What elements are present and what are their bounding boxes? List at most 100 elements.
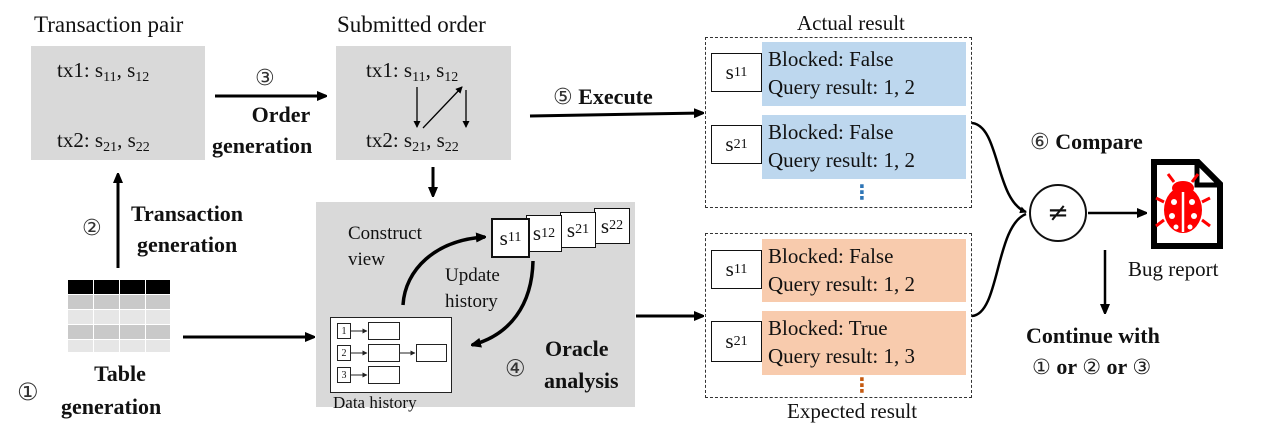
tx2-label: tx2: bbox=[366, 128, 404, 152]
actual-result-container bbox=[705, 37, 972, 208]
table-cell bbox=[120, 325, 145, 339]
actual-result-title: Actual result bbox=[797, 11, 905, 35]
query-result: Query result: 1, 2 bbox=[768, 148, 915, 172]
continue-with-label: Continue with bbox=[1026, 323, 1160, 348]
tx2-label: tx2: bbox=[57, 128, 95, 152]
table-cell bbox=[94, 310, 119, 324]
table-cell bbox=[146, 340, 171, 354]
step-3-ref: ③ bbox=[1132, 355, 1152, 379]
submitted-order-panel: tx1: s11, s12 tx2: s21, s22 bbox=[336, 46, 511, 160]
ladybug-icon bbox=[1155, 173, 1211, 233]
tx1-label: tx1: bbox=[57, 58, 95, 82]
tx2-statements: tx2: s21, s22 bbox=[57, 128, 150, 155]
table-cell bbox=[68, 325, 93, 339]
blocked-status: Blocked: False bbox=[768, 120, 894, 144]
table-header-cell bbox=[120, 280, 145, 294]
step-2-marker: ② bbox=[82, 216, 102, 241]
table-generation-label-2: generation bbox=[61, 394, 162, 419]
stmt-index: 12 bbox=[444, 70, 459, 85]
step-4-marker: ④ bbox=[505, 356, 526, 382]
execute-text: Execute bbox=[578, 84, 653, 109]
table-header-cell bbox=[94, 280, 119, 294]
query-result: Query result: 1, 2 bbox=[768, 75, 915, 99]
bug-report-icon bbox=[1150, 158, 1224, 250]
execute-arrow bbox=[529, 113, 703, 116]
step-1-marker: ① bbox=[17, 378, 39, 406]
compare-label: ⑥ Compare bbox=[1030, 131, 1143, 154]
table-cell bbox=[68, 310, 93, 324]
or-text: or bbox=[1050, 354, 1083, 379]
blocked-status: Blocked: True bbox=[768, 316, 888, 340]
tx1-statements: tx1: s11, s12 bbox=[57, 58, 150, 85]
table-cell bbox=[94, 340, 119, 354]
actual-result-row: Blocked: False Query result: 1, 2 bbox=[762, 42, 966, 106]
history-row-key-3: 3 bbox=[337, 367, 351, 383]
table-generation-label: Table bbox=[94, 361, 146, 386]
table-icon bbox=[68, 280, 171, 354]
submitted-tx1: tx1: s11, s12 bbox=[366, 58, 459, 85]
expected-more-ellipsis: ⋮ bbox=[852, 373, 872, 397]
history-row-key-1: 1 bbox=[337, 323, 351, 339]
table-cell bbox=[94, 295, 119, 309]
submitted-order-title: Submitted order bbox=[337, 12, 486, 37]
step-6-marker: ⑥ bbox=[1030, 130, 1050, 155]
tx1-label: tx1: bbox=[366, 58, 404, 82]
not-equal-icon: ≠ bbox=[1047, 198, 1069, 228]
history-version bbox=[368, 322, 400, 340]
history-version bbox=[368, 344, 400, 362]
history-version bbox=[368, 366, 400, 384]
stmt-index: 21 bbox=[103, 140, 118, 155]
table-cell bbox=[120, 310, 145, 324]
data-history-box: 1 2 3 bbox=[330, 317, 452, 393]
table-header-cell bbox=[146, 280, 171, 294]
actual-to-compare-curve bbox=[971, 121, 1027, 214]
table-cell bbox=[146, 295, 171, 309]
order-generation-label: Order bbox=[251, 102, 311, 127]
stmt-index: 21 bbox=[412, 140, 427, 155]
step-3-marker: ③ bbox=[255, 66, 275, 91]
transaction-generation-label-2: generation bbox=[137, 232, 238, 257]
oracle-analysis-label-2: analysis bbox=[544, 368, 619, 393]
step-1-ref: ① bbox=[1032, 355, 1051, 379]
transaction-generation-label: Transaction bbox=[131, 201, 244, 226]
table-cell bbox=[146, 310, 171, 324]
blocked-status: Blocked: False bbox=[768, 244, 894, 268]
or-text: or bbox=[1101, 354, 1133, 379]
blocked-status: Blocked: False bbox=[768, 47, 894, 71]
transaction-pair-panel: tx1: s11, s12 tx2: s21, s22 bbox=[31, 46, 205, 160]
table-cell bbox=[120, 340, 145, 354]
actual-more-ellipsis: ⋮ bbox=[852, 180, 872, 204]
update-history-label-2: history bbox=[445, 291, 498, 312]
not-equal-comparator: ≠ bbox=[1029, 184, 1087, 242]
table-cell bbox=[94, 325, 119, 339]
compare-text: Compare bbox=[1055, 129, 1143, 154]
step-5-marker: ⑤ bbox=[553, 85, 573, 110]
step-2-ref: ② bbox=[1082, 355, 1102, 379]
query-result: Query result: 1, 2 bbox=[768, 272, 915, 296]
update-history-label: Update bbox=[445, 265, 500, 286]
execute-label: ⑤ Execute bbox=[553, 86, 653, 109]
submitted-tx2: tx2: s21, s22 bbox=[366, 128, 459, 155]
stmt-index: 12 bbox=[135, 70, 150, 85]
table-cell bbox=[146, 325, 171, 339]
expected-result-row: Blocked: True Query result: 1, 3 bbox=[762, 311, 966, 375]
actual-result-row: Blocked: False Query result: 1, 2 bbox=[762, 115, 966, 179]
stmt-index: 22 bbox=[135, 140, 150, 155]
history-row-key-2: 2 bbox=[337, 345, 351, 361]
table-cell bbox=[68, 295, 93, 309]
expected-result-container bbox=[705, 233, 972, 398]
bug-report-label: Bug report bbox=[1128, 257, 1219, 281]
table-header-cell bbox=[68, 280, 93, 294]
transaction-pair-title: Transaction pair bbox=[34, 12, 184, 37]
table-cell bbox=[120, 295, 145, 309]
stmt-index: 11 bbox=[103, 70, 117, 85]
query-result: Query result: 1, 3 bbox=[768, 344, 915, 368]
data-history-label: Data history bbox=[333, 393, 417, 412]
